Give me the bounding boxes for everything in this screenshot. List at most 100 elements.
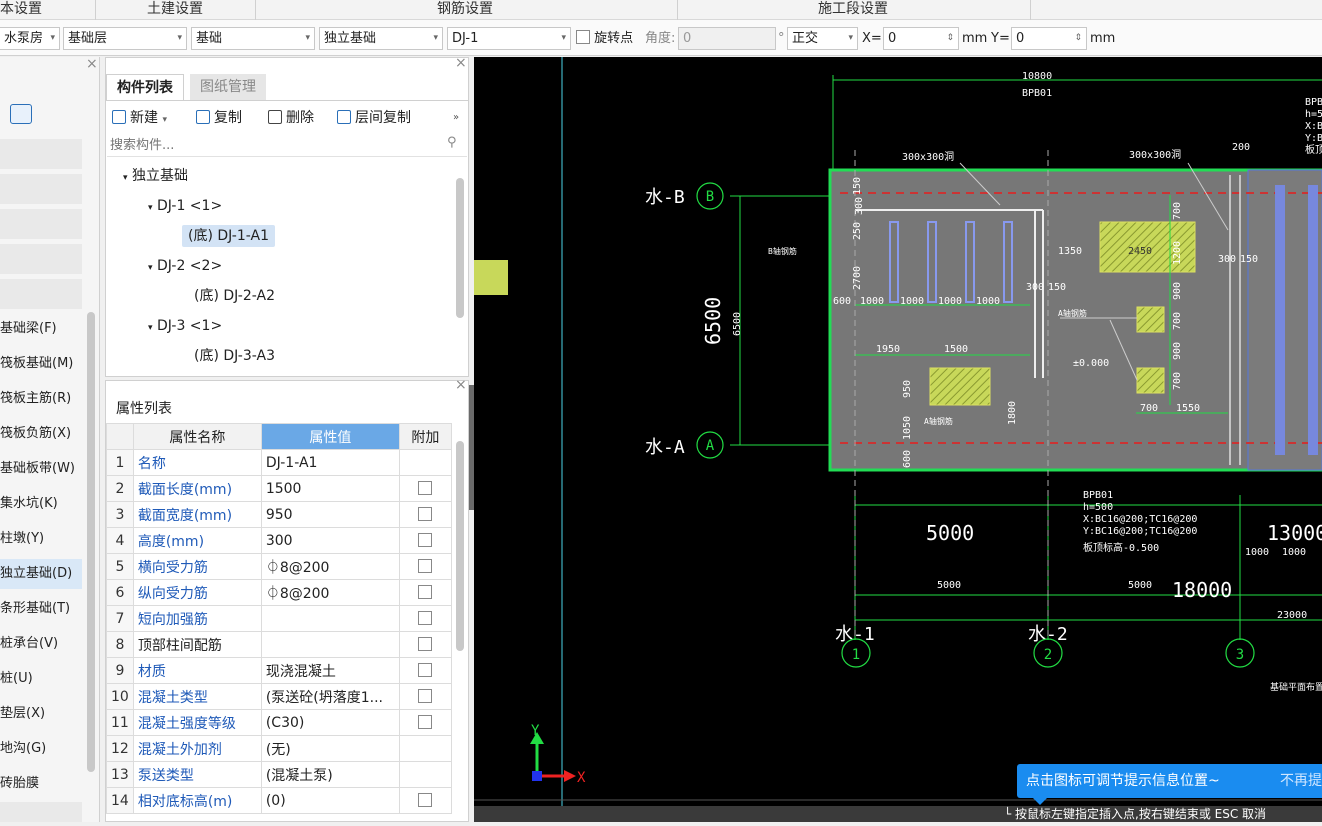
category-item[interactable]: 筏板主筋(R) (0, 391, 72, 406)
property-value[interactable] (260, 631, 400, 658)
property-value[interactable]: (混凝土泵) (260, 761, 400, 788)
category-group-box[interactable] (0, 802, 82, 822)
extra-checkbox[interactable] (398, 605, 452, 632)
category-group-box[interactable] (0, 209, 82, 239)
ribbon-tab-stage[interactable]: 施工段设置 (818, 1, 888, 17)
search-input[interactable] (107, 135, 427, 155)
tab-drawing-management[interactable]: 图纸管理 (190, 74, 266, 100)
property-value[interactable]: ⏀8@200 (260, 579, 400, 606)
category-item[interactable]: 基础梁(F) (0, 321, 57, 336)
search-icon[interactable]: ⚲ (447, 135, 457, 150)
category-select[interactable]: 基础▾ (191, 27, 315, 50)
close-icon[interactable]: × (455, 377, 467, 393)
floor-select[interactable]: 基础层▾ (63, 27, 187, 50)
extra-checkbox[interactable] (398, 579, 452, 606)
panel-splitter-handle[interactable] (469, 385, 474, 510)
new-button[interactable]: 新建 ▾ (112, 106, 167, 130)
category-group-box[interactable] (0, 279, 82, 309)
category-item[interactable]: 筏板基础(M) (0, 356, 74, 371)
category-item[interactable]: 柱墩(Y) (0, 531, 45, 546)
floor-copy-button[interactable]: 层间复制 (337, 106, 411, 130)
tree-node-dj1-a1[interactable]: (底) DJ-1-A1 (182, 225, 275, 247)
search-box[interactable]: ⚲ (107, 135, 467, 157)
tab-component-list[interactable]: 构件列表 (106, 74, 184, 100)
cad-canvas[interactable]: 水-B 水-A 水-1 水-2 B A 1 2 3 10800 BPB01 30… (474, 57, 1322, 822)
property-value[interactable]: (无) (260, 735, 400, 762)
property-value[interactable]: 300 (260, 527, 400, 554)
y-input[interactable]: 0⇕ (1011, 27, 1087, 50)
tree-node-dj3-a3[interactable]: (底) DJ-3-A3 (194, 348, 275, 364)
extra-checkbox[interactable] (398, 527, 452, 554)
tree-node-dj3[interactable]: ▾ DJ-3 <1> (148, 315, 222, 339)
copy-button[interactable]: 复制 (196, 106, 242, 130)
property-value[interactable]: 950 (260, 501, 400, 528)
property-value[interactable]: ⏀8@200 (260, 553, 400, 580)
tree-node-root[interactable]: ▾ 独立基础 (123, 165, 188, 189)
property-value[interactable]: 现浇混凝土 (260, 657, 400, 684)
extra-checkbox[interactable] (398, 735, 452, 762)
category-item[interactable]: 基础板带(W) (0, 461, 75, 476)
scrollbar[interactable] (456, 441, 464, 651)
extra-checkbox[interactable] (398, 553, 452, 580)
extra-checkbox[interactable] (398, 475, 452, 502)
category-item[interactable]: 桩(U) (0, 671, 33, 686)
property-value[interactable] (260, 605, 400, 632)
extra-checkbox[interactable] (398, 657, 452, 684)
extra-checkbox[interactable] (398, 501, 452, 528)
property-value[interactable]: DJ-1-A1 (260, 449, 400, 476)
tree-node-dj2[interactable]: ▾ DJ-2 <2> (148, 255, 222, 279)
spinner-icon[interactable]: ⇕ (946, 33, 954, 43)
scrollbar[interactable] (87, 312, 95, 772)
property-value[interactable]: (0) (260, 787, 400, 814)
category-item-active[interactable]: 独立基础(D) (0, 559, 82, 589)
angle-input[interactable]: 0 (678, 27, 776, 50)
tree-node-dj2-a2[interactable]: (底) DJ-2-A2 (194, 288, 275, 304)
category-group-box[interactable] (0, 244, 82, 274)
extra-checkbox[interactable] (398, 683, 452, 710)
tip-dismiss-link[interactable]: 不再提 (1280, 773, 1322, 789)
property-value[interactable]: 1500 (260, 475, 400, 502)
floor-group-select[interactable]: 水泵房▾ (0, 27, 60, 50)
category-item[interactable]: 地沟(G) (0, 741, 47, 756)
tip-balloon[interactable]: 点击图标可调节提示信息位置~ 不再提 (1017, 764, 1322, 805)
component-select[interactable]: DJ-1▾ (447, 27, 571, 50)
list-view-icon[interactable] (10, 104, 32, 124)
category-item[interactable]: 垫层(X) (0, 706, 46, 721)
close-icon[interactable]: × (86, 56, 98, 72)
ribbon-tab-basic[interactable]: 本设置 (0, 1, 42, 17)
x-input[interactable]: 0⇕ (883, 27, 959, 50)
category-item[interactable]: 砖胎膜 (0, 776, 40, 791)
more-icon[interactable]: » (453, 112, 460, 123)
rotate-point-checkbox[interactable]: 旋转点 (576, 27, 633, 50)
delete-button[interactable]: 删除 (268, 106, 314, 130)
extra-checkbox[interactable] (398, 761, 452, 788)
ribbon-tab-rebar[interactable]: 钢筋设置 (437, 1, 493, 17)
category-group-box[interactable] (0, 139, 82, 169)
ribbon-tab-civil[interactable]: 土建设置 (147, 1, 203, 17)
category-item[interactable]: 桩承台(V) (0, 636, 59, 651)
spinner-icon[interactable]: ⇕ (1074, 33, 1082, 43)
category-group-box[interactable] (0, 174, 82, 204)
category-item[interactable]: 筏板负筋(X) (0, 426, 72, 441)
property-value[interactable]: (C30) (260, 709, 400, 736)
category-item[interactable]: 条形基础(T) (0, 601, 71, 616)
ortho-select[interactable]: 正交▾ (787, 27, 858, 50)
extra-checkbox[interactable] (398, 631, 452, 658)
extra-checkbox[interactable] (398, 787, 452, 814)
close-icon[interactable]: × (455, 55, 467, 71)
type-select[interactable]: 独立基础▾ (319, 27, 443, 50)
scrollbar[interactable] (456, 178, 464, 318)
